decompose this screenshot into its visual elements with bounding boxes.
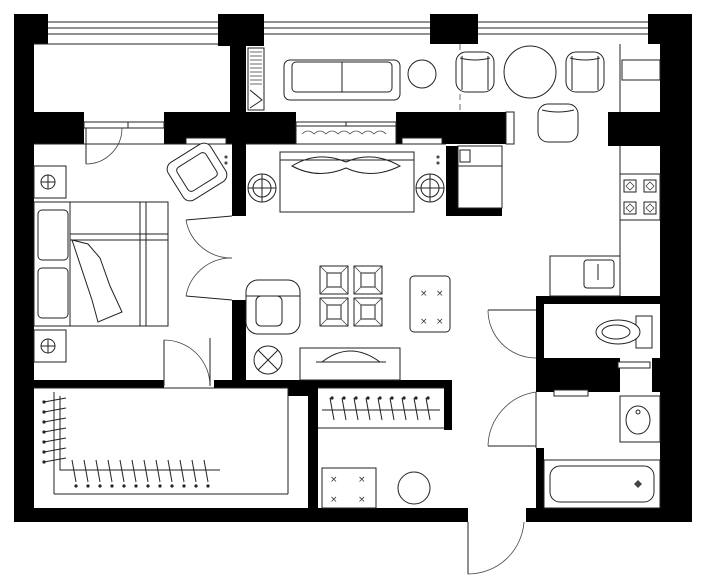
sofa-icon [279,151,415,213]
bathtub-icon [543,459,661,509]
toilet-icon [595,315,653,349]
lamp-icon [415,173,445,203]
hanger-icon [42,457,67,464]
sofa-icon [283,59,401,101]
hanger-icon [203,459,210,488]
windows [34,21,661,129]
hallway [467,309,537,575]
clothes-rail-icon [329,396,431,421]
svg-text:×: × [358,475,366,485]
toilet [595,315,653,369]
burner-icon [643,201,657,215]
svg-text:×: × [436,289,444,299]
hanger-icon [95,459,102,488]
hanger-icon [413,396,419,421]
ottoman-icon [353,265,383,295]
stove-icon [619,173,661,221]
floor-lamp-icon [253,345,283,375]
lamp-icon [247,173,277,203]
hanger-icon [365,396,371,421]
hanger-icon [83,459,90,488]
hanger-icon [191,459,198,488]
balcony-furniture [283,45,605,143]
wardrobe [34,387,289,495]
door-swing-icon [487,309,537,359]
hanger-icon [179,459,186,488]
armchair-icon [245,279,301,335]
hanger-icon [42,447,67,454]
burner-icon [623,179,637,193]
door-swing-icon [85,127,123,165]
hanger-icon [42,427,67,434]
bathroom [543,389,661,509]
nightstand-icon [33,165,67,199]
svg-text:×: × [420,289,428,299]
door-swing-icon [163,338,211,387]
door-swing-icon [467,521,525,575]
storage: × × × × [318,387,444,509]
svg-text:×: × [330,475,338,485]
burner-icon [623,201,637,215]
table-icon: × × × × [409,275,451,333]
walls [14,14,692,522]
hanger-icon [167,459,174,488]
bed-icon [33,201,169,327]
hanger-icon [143,459,150,488]
svg-text:×: × [420,317,428,327]
ottoman-icon [353,297,383,327]
hanger-icon [42,397,67,404]
svg-text:×: × [330,495,338,505]
armchair-icon [166,142,228,202]
door-swing-icon [185,215,233,301]
stool-icon [407,59,437,89]
svg-text:×: × [358,495,366,505]
nightstand-icon [33,329,67,363]
hanger-icon [42,417,67,424]
door-swing-icon [487,391,537,448]
chair-icon [565,51,605,93]
hanger-icon [401,396,407,421]
table-icon: × × × × [321,467,377,509]
chair-icon [537,103,579,143]
hanger-icon [155,459,162,488]
hanger-icon [353,396,359,421]
kitchen [457,145,661,297]
sink-icon [619,395,661,443]
living-room: × × × × [185,125,451,381]
hanger-icon [42,437,67,444]
svg-text:×: × [436,317,444,327]
hanger-icon [107,459,114,488]
stool-icon [397,471,431,505]
hanger-icon [425,396,431,421]
hanger-icon [131,459,138,488]
desk-icon [299,347,401,381]
sink-icon [549,255,621,297]
table-icon [503,45,557,99]
hanger-icon [329,396,335,421]
hanger-icon [71,459,78,488]
burner-icon [643,179,657,193]
ottoman-icon [319,297,349,327]
hanger-icon [389,396,395,421]
hanger-icon [119,459,126,488]
hanger-icon [377,396,383,421]
hanger-icon [42,407,67,414]
ottoman-group [319,265,383,327]
clothes-rail-icon [71,459,210,488]
ottoman-icon [319,265,349,295]
clothes-rail-icon [42,397,67,464]
hanger-icon [341,396,347,421]
chair-icon [455,51,495,93]
bedroom [33,127,232,387]
